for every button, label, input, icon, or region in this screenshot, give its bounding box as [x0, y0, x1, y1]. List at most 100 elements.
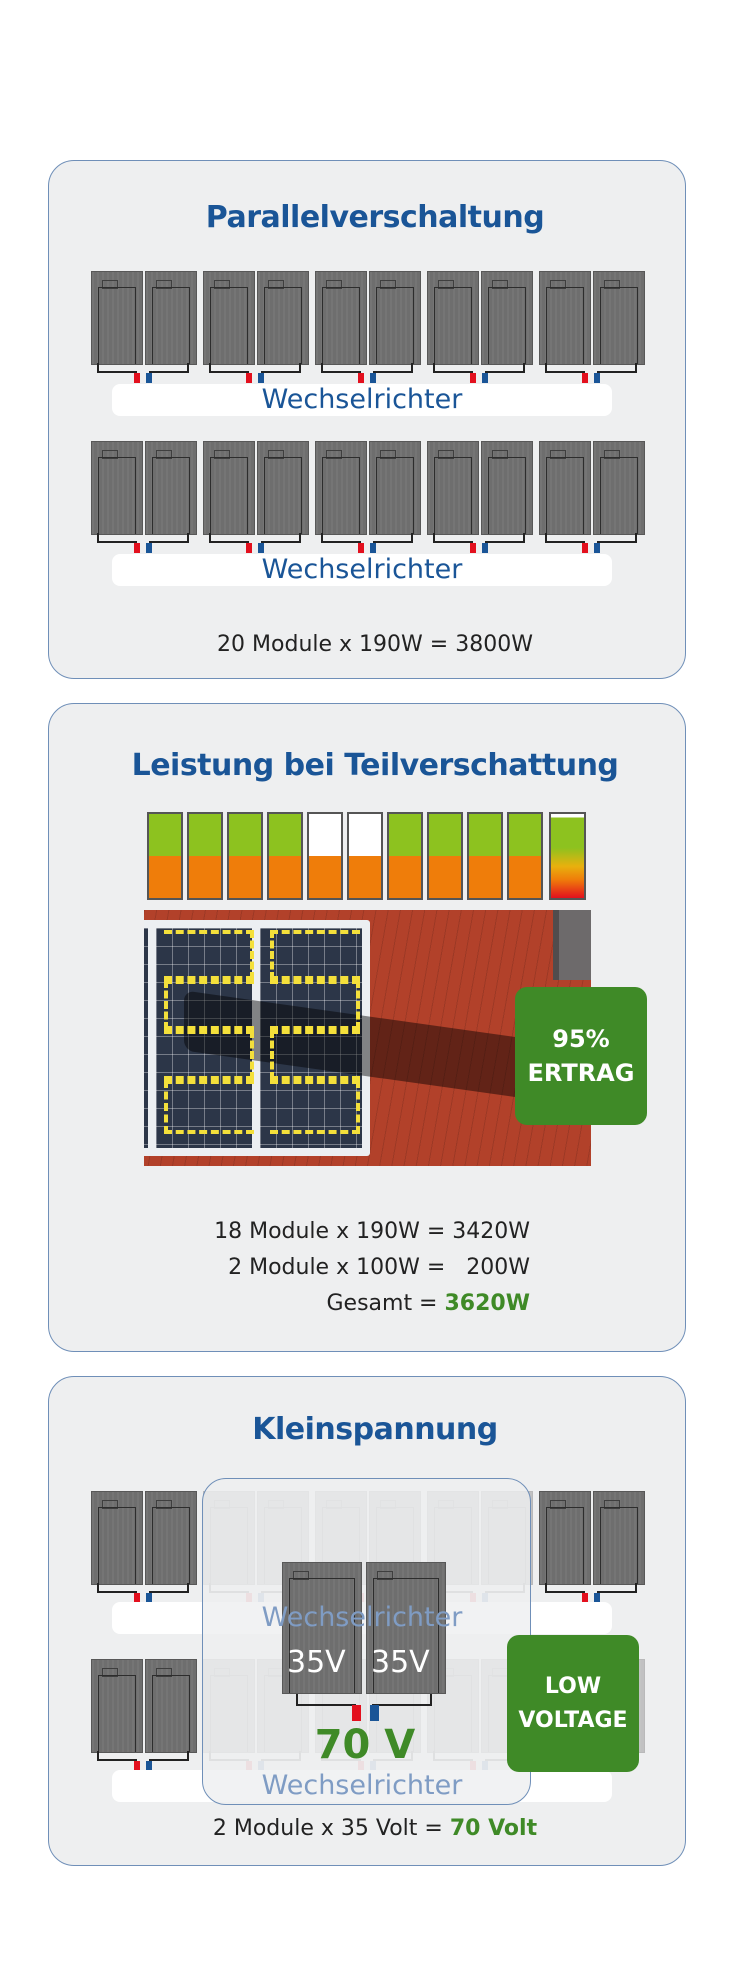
module-pair: [315, 271, 421, 383]
solar-module: [481, 271, 533, 365]
module-pair: [91, 271, 197, 383]
low-voltage-badge: LOW VOLTAGE: [507, 1635, 639, 1772]
module-pair: [427, 441, 533, 553]
yield-badge: 95% ERTRAG: [515, 987, 647, 1125]
module-output-bar: [187, 812, 223, 900]
calc-line-1: 18 Module x 190W = 3420W: [214, 1219, 530, 1244]
plus-terminal: [246, 543, 252, 553]
wire: [433, 363, 473, 373]
module-row: [91, 441, 645, 553]
wire: [97, 1583, 137, 1593]
wire: [485, 533, 525, 543]
wire: [597, 533, 637, 543]
solar-module: [593, 271, 645, 365]
module-pair: [91, 441, 197, 553]
wire: [485, 363, 525, 373]
minus-terminal: [146, 373, 152, 383]
minus-terminal: [146, 1593, 152, 1603]
wire: [149, 363, 189, 373]
solar-module: [203, 271, 255, 365]
module-output-bar: [307, 812, 343, 900]
wire: [97, 363, 137, 373]
module-pair: [91, 1659, 197, 1771]
footer-value: 70 Volt: [449, 1816, 538, 1841]
wire: [597, 1583, 637, 1593]
minus-terminal: [146, 1761, 152, 1771]
calc-line-2: 2 Module x 100W = 200W: [228, 1255, 530, 1280]
module-output-bar: [267, 812, 303, 900]
plus-terminal: [246, 373, 252, 383]
wire: [209, 363, 249, 373]
minus-terminal: [258, 543, 264, 553]
module-row: [91, 271, 645, 383]
inverter-bar: Wechselrichter: [112, 554, 612, 586]
roof-with-solar-panels: [144, 910, 591, 1166]
wire: [433, 533, 473, 543]
solar-module: [539, 1491, 591, 1585]
footer-prefix: 2 Module x 35 Volt =: [212, 1816, 450, 1841]
parallel-title: Parallelverschaltung: [205, 200, 545, 235]
wire: [149, 1751, 189, 1761]
wire: [321, 533, 361, 543]
wire: [597, 363, 637, 373]
minus-terminal: [482, 373, 488, 383]
wire: [545, 1583, 585, 1593]
wire: [545, 363, 585, 373]
plus-terminal: [358, 373, 364, 383]
solar-module: [203, 441, 255, 535]
low-voltage-title: Kleinspannung: [252, 1412, 498, 1447]
total-label: Gesamt =: [326, 1291, 445, 1316]
module-output-bar: [467, 812, 503, 900]
solar-module: [539, 441, 591, 535]
solar-module: [145, 1659, 197, 1753]
module-pair: [539, 1491, 645, 1603]
module-output-bar: [227, 812, 263, 900]
plus-terminal: [134, 1593, 140, 1603]
module-output-bars: [147, 812, 543, 900]
solar-module: [369, 271, 421, 365]
plus-terminal: [352, 1705, 361, 1721]
module-voltage: 35V: [287, 1645, 346, 1680]
minus-terminal: [594, 543, 600, 553]
parallel-panel: [48, 160, 686, 679]
wire: [261, 533, 301, 543]
inverter-bar: Wechselrichter: [261, 1770, 463, 1801]
solar-module: [593, 441, 645, 535]
solar-module: [145, 1491, 197, 1585]
module-output-bar: [427, 812, 463, 900]
minus-terminal: [594, 373, 600, 383]
module-pair: [203, 441, 309, 553]
highlighted-modules: 35V 35V: [282, 1562, 446, 1694]
wire: [149, 1583, 189, 1593]
minus-terminal: [370, 1705, 379, 1721]
solar-module: [91, 271, 143, 365]
minus-terminal: [370, 543, 376, 553]
module-output-bar: [387, 812, 423, 900]
wire: [373, 533, 413, 543]
wire: [545, 533, 585, 543]
module-pair: [91, 1491, 197, 1603]
plus-terminal: [470, 543, 476, 553]
calc-total: Gesamt = 3620W: [170, 1286, 530, 1322]
chimney: [553, 910, 591, 980]
sum-voltage: 70 V: [314, 1722, 416, 1768]
shading-title: Leistung bei Teilverschattung: [131, 748, 619, 783]
plus-terminal: [470, 373, 476, 383]
plus-terminal: [582, 543, 588, 553]
wire: [97, 533, 137, 543]
inverter-bar: Wechselrichter: [112, 384, 612, 416]
minus-terminal: [258, 373, 264, 383]
module-pair: [203, 271, 309, 383]
solar-module: [91, 1491, 143, 1585]
solar-module: [481, 441, 533, 535]
minus-terminal: [370, 373, 376, 383]
module-pair: [539, 441, 645, 553]
plus-terminal: [582, 1593, 588, 1603]
wire: [209, 533, 249, 543]
solar-module: [315, 271, 367, 365]
plus-terminal: [582, 373, 588, 383]
solar-module: [257, 441, 309, 535]
total-value: 3620W: [444, 1291, 531, 1316]
solar-module: [539, 271, 591, 365]
minus-terminal: [594, 1593, 600, 1603]
